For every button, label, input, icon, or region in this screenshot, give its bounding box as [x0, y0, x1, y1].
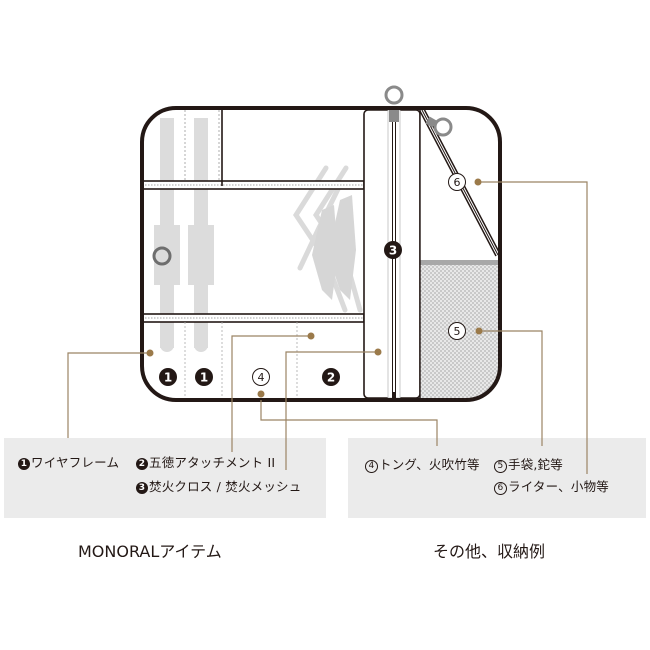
svg-text:2: 2 [327, 371, 335, 385]
marker-5: 5 [448, 322, 466, 340]
legend-label: ライター、小物等 [508, 479, 609, 494]
badge-5: 5 [494, 460, 507, 473]
legend-label: 手袋,鉈等 [508, 457, 563, 472]
svg-text:1: 1 [200, 371, 208, 385]
svg-text:3: 3 [389, 244, 397, 258]
svg-text:1: 1 [164, 371, 172, 385]
marker-4: 4 [252, 368, 270, 386]
strap-bottom [142, 313, 365, 323]
legend-panel-monoral [4, 438, 326, 518]
badge-3: 3 [136, 482, 148, 494]
svg-text:5: 5 [454, 325, 461, 338]
strap-top [142, 180, 365, 190]
legend-label: トング、火吹竹等 [379, 457, 480, 472]
marker-3: 3 [384, 241, 402, 259]
legend-panel-other [348, 438, 646, 518]
marker-1b: 1 [195, 368, 213, 386]
badge-6: 6 [494, 482, 507, 495]
ring-icon [152, 246, 172, 266]
wire-frame-ghost-icon [154, 118, 214, 352]
legend-label: 五徳アタッチメント II [149, 455, 276, 470]
caption-other-storage: その他、収納例 [433, 542, 546, 561]
zipper-pull-ring-icon [433, 117, 453, 137]
badge-2: 2 [136, 458, 148, 470]
marker-6: 6 [448, 173, 466, 191]
marker-2: 2 [322, 368, 340, 386]
svg-text:4: 4 [258, 371, 265, 384]
legend-label: ワイヤフレーム [31, 455, 120, 470]
marker-1a: 1 [159, 368, 177, 386]
zipper-pull-ring-icon [384, 85, 404, 105]
badge-1: 1 [18, 458, 30, 470]
leader-dots [146, 178, 483, 398]
legend-label: 焚火クロス / 焚火メッシュ [149, 479, 302, 494]
badge-4: 4 [365, 460, 378, 473]
svg-text:6: 6 [454, 176, 461, 189]
leader-lines [67, 181, 588, 474]
caption-monoral-items: MONORALアイテム [78, 542, 222, 561]
case-outline [140, 106, 502, 402]
